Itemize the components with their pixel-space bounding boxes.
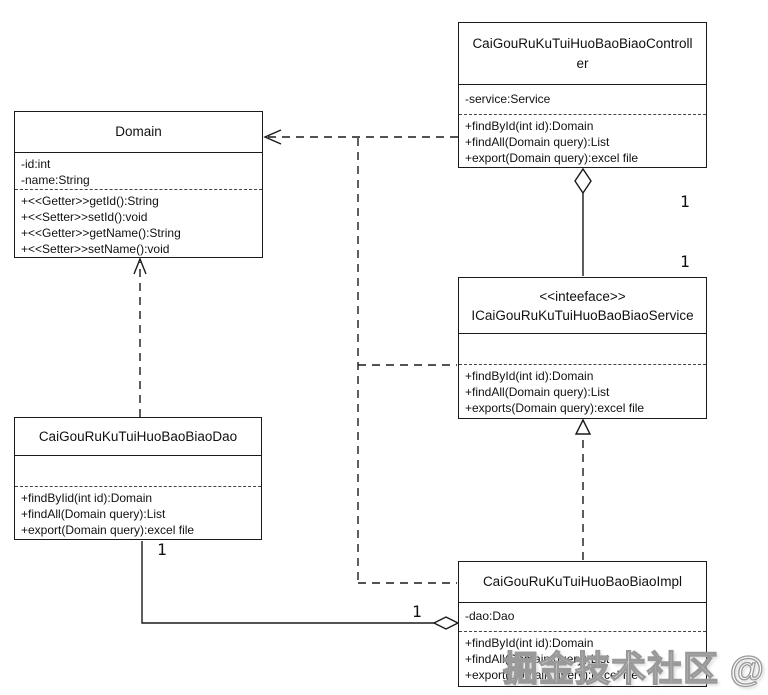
class-impl-title: CaiGouRuKuTuiHuoBaoBiaoImpl [459,562,706,603]
member-row: +exports(Domain query):excel file [465,401,645,415]
member-row: +findAll(Domain query):List [465,135,610,149]
interface-stereotype: <<inteeface>> [539,288,626,304]
member-row: +<<Setter>>setId():void [21,210,148,224]
member-row: +export(Domain query):excel file [465,151,639,165]
title-line: Domain [115,124,162,139]
class-controller-attributes: -service:Service [459,85,706,115]
dependency-arrow-controller-to-domain [263,129,458,145]
member-row: +findAll(Domain query):List [21,507,166,521]
member-row: +<<Getter>>getName():String [21,226,181,240]
watermark-text: 掘金技术社区 @ 昕冉 [502,649,768,689]
interface-name: ICaiGouRuKuTuiHuoBaoBiaoService [471,307,694,323]
class-controller-title: CaiGouRuKuTuiHuoBaoBiaoControll er [459,23,706,85]
aggregation-controller-service [574,167,592,276]
multiplicity-label: 1 [412,602,422,621]
class-controller: CaiGouRuKuTuiHuoBaoBiaoControll er -servi… [458,22,707,168]
title-line: er [576,55,589,71]
member-row: -id:int [21,157,51,171]
class-impl-attributes: -dao:Dao [459,603,706,632]
dependency-arrow-dao-to-domain [133,257,147,417]
member-row: +findAll(Domain query):List [465,652,610,666]
member-row: +findByIid(int id):Domain [21,491,153,505]
member-row: +findById(int id):Domain [465,119,594,133]
class-domain: Domain -id:int -name:String +<<Getter>>ge… [14,111,263,258]
multiplicity-label: 1 [680,192,690,211]
multiplicity-label: 1 [157,540,167,559]
member-row: -service:Service [465,92,551,106]
title-line: CaiGouRuKuTuiHuoBaoBiaoImpl [482,574,683,589]
class-service-methods: +findById(int id):Domain +findAll(Domain … [459,365,706,418]
member-row: -dao:Dao [465,609,515,623]
member-row: +export(Domain query):excel file [465,668,639,682]
member-row: +findById(int id):Domain [465,369,594,383]
class-domain-methods: +<<Getter>>getId():String +<<Setter>>setI… [15,190,262,257]
title-line: CaiGouRuKuTuiHuoBaoBiaoControll [472,35,693,51]
class-dao-attributes [15,456,261,487]
member-row: +findAll(Domain query):List [465,385,610,399]
class-dao: CaiGouRuKuTuiHuoBaoBiaoDao +findByIid(in… [14,417,262,540]
multiplicity-label: 1 [680,252,690,271]
class-impl-methods: +findById(int id):Domain +findAll(Domain … [459,632,706,686]
aggregation-dao-impl [141,541,460,630]
class-service-title: <<inteeface>> ICaiGouRuKuTuiHuoBaoBiaoSe… [459,278,706,334]
class-service-interface: <<inteeface>> ICaiGouRuKuTuiHuoBaoBiaoSe… [458,277,707,419]
class-dao-title: CaiGouRuKuTuiHuoBaoBiaoDao [15,418,261,456]
class-impl: CaiGouRuKuTuiHuoBaoBiaoImpl -dao:Dao +fi… [458,561,707,687]
member-row: +<<Getter>>getId():String [21,194,159,208]
class-dao-methods: +findByIid(int id):Domain +findAll(Domain… [15,487,261,539]
member-row: +findById(int id):Domain [465,636,594,650]
member-row: -name:String [21,173,90,187]
member-row: +<<Setter>>setName():void [21,242,170,256]
title-line: CaiGouRuKuTuiHuoBaoBiaoDao [38,428,238,444]
class-controller-methods: +findById(int id):Domain +findAll(Domain … [459,115,706,167]
class-domain-title: Domain [15,112,262,153]
class-domain-attributes: -id:int -name:String [15,153,262,190]
class-service-attributes [459,334,706,365]
member-row: +export(Domain query):excel file [21,523,195,537]
realization-impl-service [574,418,592,560]
